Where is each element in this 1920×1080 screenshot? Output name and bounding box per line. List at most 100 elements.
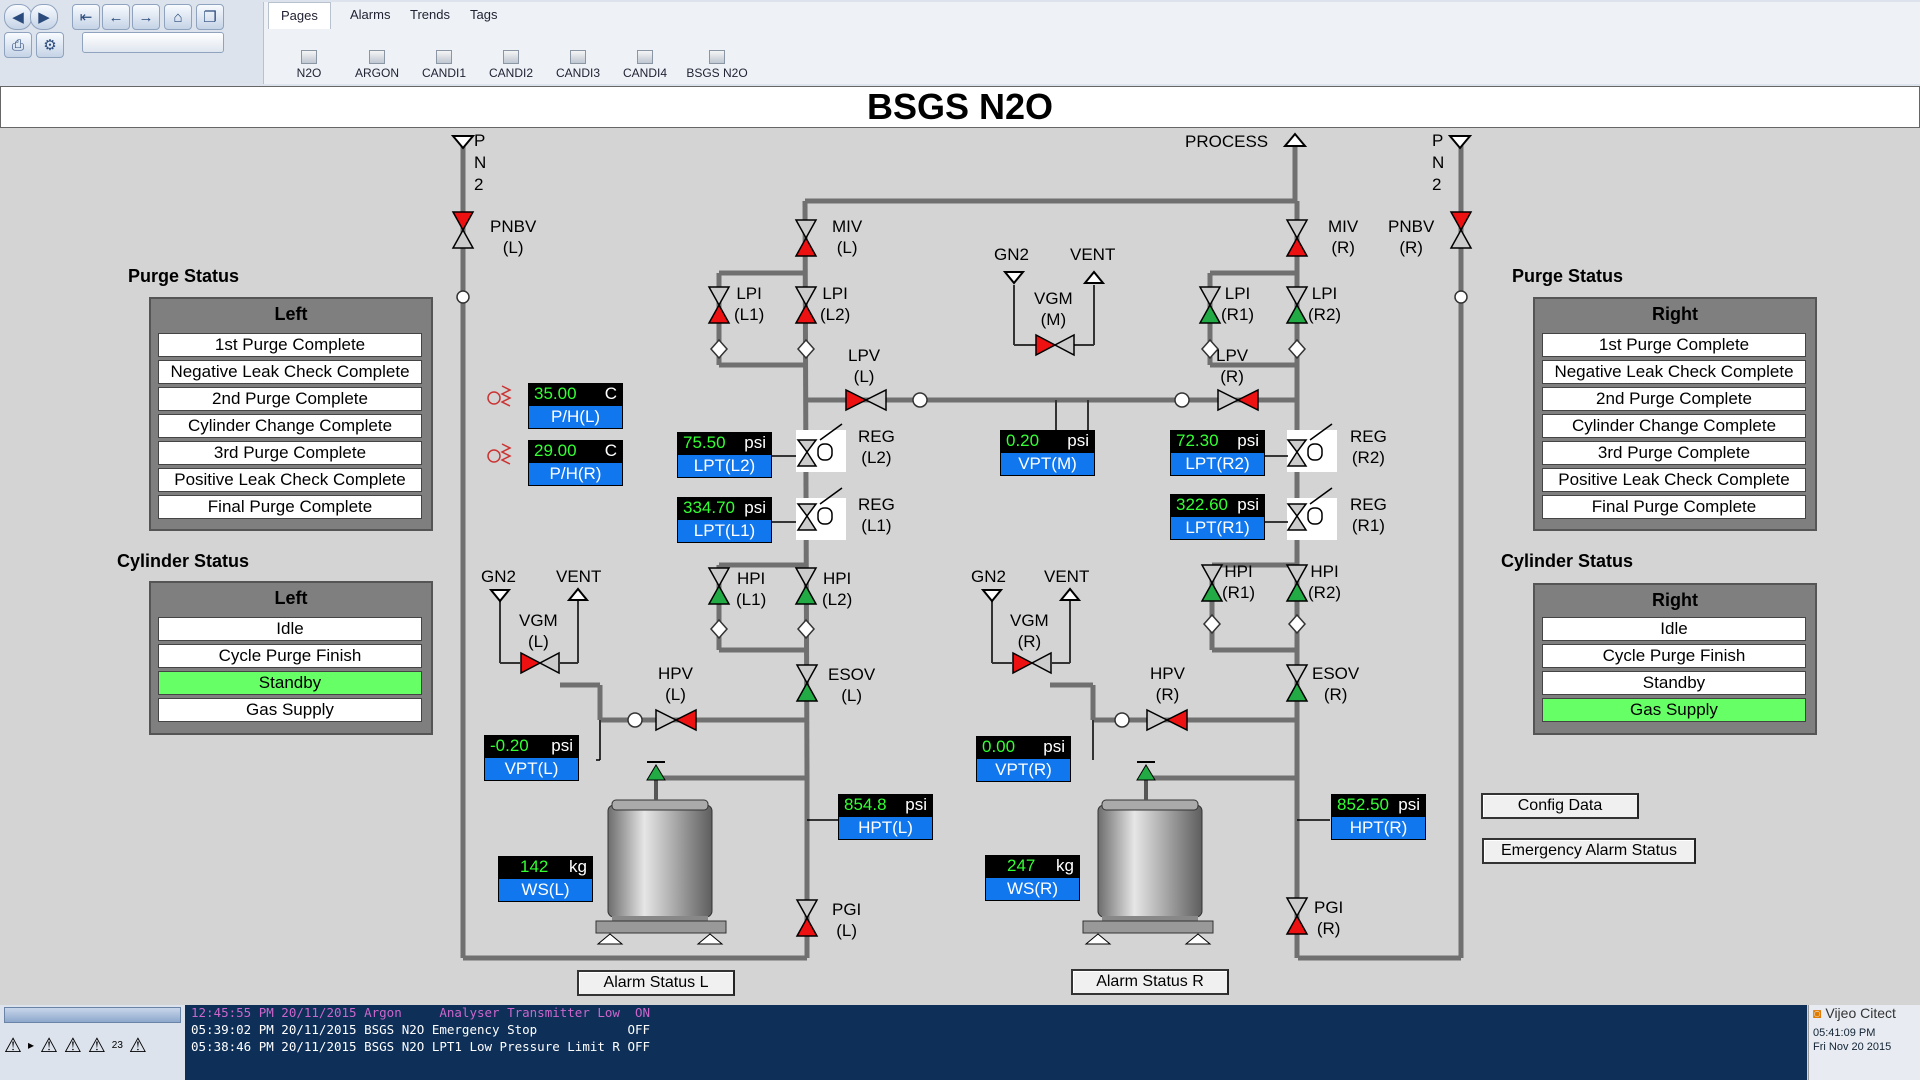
readout-value: 75.50: [683, 433, 726, 452]
readout-unit: psi: [744, 498, 766, 517]
alarm-filter-icon[interactable]: ▸: [27, 1038, 34, 1052]
readout-label: WS(L): [498, 878, 593, 902]
readout-unit: C: [604, 384, 617, 403]
readout-label: VPT(M): [1000, 452, 1095, 476]
tab-alarms[interactable]: Alarms: [350, 7, 391, 22]
page-argon[interactable]: ARGON: [345, 50, 409, 80]
readout-value: -0.20: [490, 736, 529, 755]
cylinder-status-left-title: Cylinder Status: [117, 551, 250, 571]
vijeo-logo-icon: ◙: [1813, 1005, 1822, 1021]
tab-pages[interactable]: Pages: [268, 2, 331, 29]
page-candi3[interactable]: CANDI3: [546, 50, 610, 80]
cylinder-status-right-panel: Right Idle Cycle Purge Finish Standby Ga…: [1533, 583, 1817, 735]
cylinder-row-standby: Standby: [158, 671, 422, 695]
vent-r-label: VENT: [1044, 567, 1090, 586]
readout-label: LPT(R2): [1170, 452, 1265, 476]
next-page-icon[interactable]: →: [132, 4, 160, 30]
alarm-warning-icon[interactable]: ⚠: [4, 1034, 22, 1057]
emergency-alarm-status-button[interactable]: Emergency Alarm Status: [1482, 838, 1696, 864]
cylinder-row-idle: Idle: [158, 617, 422, 641]
panel-header: Left: [274, 304, 308, 324]
fittings: [456, 290, 1468, 728]
windows-icon[interactable]: ❐: [196, 4, 224, 30]
purge-row: Final Purge Complete: [1542, 495, 1806, 519]
address-field[interactable]: [82, 32, 224, 53]
pgi-l-label: PGI (L): [832, 900, 862, 940]
pn2-right-arrow: [1447, 135, 1473, 150]
miv-l-label: MIV (L): [832, 217, 863, 257]
alarm-status-l-button[interactable]: Alarm Status L: [577, 970, 735, 996]
prev-page-icon[interactable]: ←: [102, 4, 130, 30]
page-bsgs-n2o[interactable]: BSGS N2O: [680, 50, 754, 80]
alarm-ack-icon[interactable]: ⚠: [39, 1034, 58, 1057]
back-icon[interactable]: ◀: [4, 4, 32, 30]
hpi-l2-valve: [794, 567, 818, 605]
vgm-l-valve: [520, 651, 560, 675]
lpv-l-label: LPV (L): [848, 346, 881, 386]
pn2-right-label: P N 2: [1432, 131, 1445, 194]
hpi-r2-valve: [1285, 564, 1309, 602]
page-icon: [369, 50, 385, 64]
page-n2o[interactable]: N2O: [277, 50, 341, 80]
vent-m-arrow: [1082, 270, 1106, 284]
page-candi1[interactable]: CANDI1: [412, 50, 476, 80]
alarm-silence-icon[interactable]: ⚠: [87, 1034, 106, 1057]
reg-l2-label: REG (L2): [858, 427, 895, 467]
page-candi4[interactable]: CANDI4: [613, 50, 677, 80]
tab-tags[interactable]: Tags: [470, 7, 498, 22]
alarm-status-r-button[interactable]: Alarm Status R: [1071, 969, 1229, 995]
readout-label: LPT(L1): [677, 519, 772, 543]
panel-header: Right: [1652, 590, 1698, 610]
page-icon: [570, 50, 586, 64]
print-icon[interactable]: ⎙: [4, 32, 32, 58]
purge-status-right-title: Purge Status: [1512, 266, 1624, 286]
readout-unit: kg: [569, 857, 587, 876]
esov-l-label: ESOV (L): [828, 665, 876, 705]
purge-row: Positive Leak Check Complete: [158, 468, 422, 492]
readout-value: 0.00: [982, 737, 1016, 756]
menu-area: Pages Alarms Trends Tags N2O ARGON CANDI…: [263, 2, 1920, 84]
first-page-icon[interactable]: ⇤: [72, 4, 100, 30]
hpi-l2-label: HPI (L2): [822, 569, 853, 609]
readout-unit: psi: [1043, 737, 1065, 756]
readout-label: HPT(L): [838, 816, 933, 840]
readout-value: 334.70: [683, 498, 735, 517]
alarm-line[interactable]: 12:45:55 PM 20/11/2015 Argon Analyser Tr…: [191, 1005, 651, 1020]
esov-r-valve: [1285, 664, 1309, 702]
home-icon[interactable]: ⌂: [164, 4, 192, 30]
alarm-line[interactable]: 05:38:46 PM 20/11/2015 BSGS N2O LPT1 Low…: [191, 1039, 651, 1054]
lpi-l1-valve: [707, 286, 731, 324]
reg-l2-icon: [796, 423, 846, 472]
alarm-summary-icon[interactable]: ⚠: [128, 1034, 147, 1057]
gn2-m-label: GN2: [994, 245, 1029, 264]
readout-unit: psi: [551, 736, 573, 755]
regulators: [796, 423, 1337, 540]
hpv-r-label: HPV (R): [1150, 664, 1185, 704]
lpi-l2-valve: [794, 286, 818, 324]
page-candi2[interactable]: CANDI2: [479, 50, 543, 80]
gn2-l-arrow: [488, 589, 512, 603]
alarm-icons: ⚠ ▸ ⚠ ⚠ ⚠ 23 ⚠: [4, 1030, 184, 1060]
config-data-button[interactable]: Config Data: [1481, 793, 1639, 819]
alarm-banner[interactable]: 12:45:55 PM 20/11/2015 Argon Analyser Tr…: [185, 1005, 1807, 1080]
alarm-disable-icon[interactable]: ⚠: [63, 1034, 82, 1057]
readout-value: 29.00: [534, 441, 577, 460]
lpv-r-label: LPV (R): [1216, 346, 1249, 386]
hpi-l1-valve: [707, 567, 731, 605]
tab-trends[interactable]: Trends: [410, 7, 450, 22]
panel-header: Right: [1652, 304, 1698, 324]
pn2-left-arrow: [450, 135, 476, 150]
lpi-r1-label: LPI (R1): [1221, 284, 1255, 324]
alarm-line[interactable]: 05:39:02 PM 20/11/2015 BSGS N2O Emergenc…: [191, 1022, 651, 1037]
hpv-r-valve: [1146, 708, 1188, 732]
vent-r-arrow: [1058, 587, 1082, 601]
readout-value: 322.60: [1176, 495, 1228, 514]
vijeo-brand: ◙ Vijeo Citect 05:41:09 PM Fri Nov 20 20…: [1808, 1005, 1920, 1080]
login-icon[interactable]: ⚙: [36, 32, 64, 58]
hpv-l-valve: [655, 708, 697, 732]
forward-icon[interactable]: ▶: [30, 4, 58, 30]
vgm-r-valve: [1012, 651, 1052, 675]
